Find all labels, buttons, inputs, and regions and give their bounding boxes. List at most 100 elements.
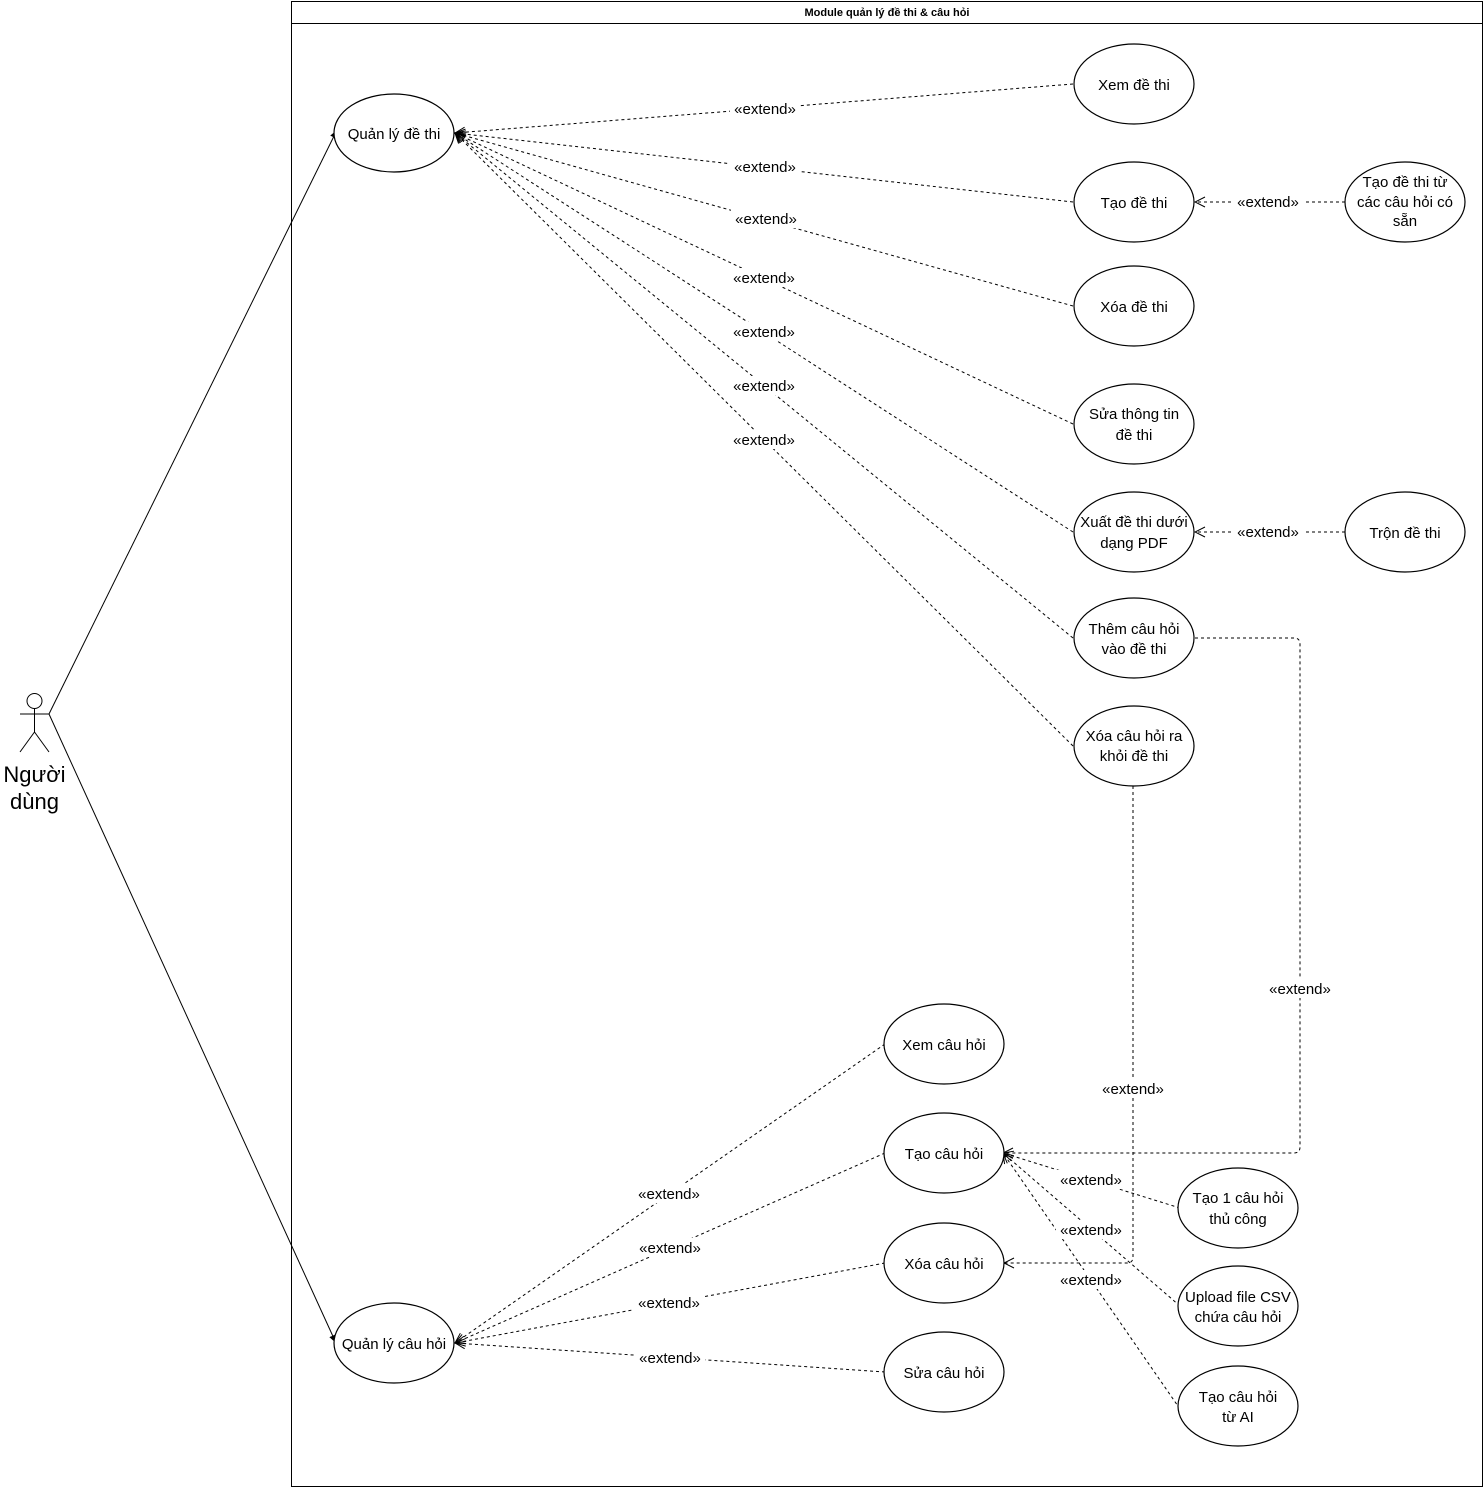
svg-text:«extend»: «extend» <box>1269 981 1331 998</box>
extend-line-xoa-cau-hoi-khoi-de-thi-to-xoa-cau-hoi <box>1004 786 1134 1263</box>
svg-text:«extend»: «extend» <box>1060 1272 1122 1289</box>
usecase-label: Tạo câu hỏi <box>905 1146 983 1163</box>
usecase-label: Tạo câu hỏi <box>1199 1389 1277 1406</box>
svg-text:«extend»: «extend» <box>1060 1222 1122 1239</box>
svg-text:«extend»: «extend» <box>733 432 795 449</box>
extend-label: «extend» <box>729 376 799 395</box>
extend-line-tao-cau-hoi-tu-ai <box>1003 1153 1181 1410</box>
svg-text:«extend»: «extend» <box>1237 524 1299 541</box>
extend-line-xem-de-thi <box>455 83 1074 133</box>
usecase-label: Tạo đề thi <box>1101 195 1168 212</box>
association-quan-ly-cau-hoi <box>48 713 337 1344</box>
extend-label: «extend» <box>1056 1270 1126 1289</box>
usecase-label: dạng PDF <box>1100 535 1168 552</box>
usecase-xoa-cau-hoi-khoi-de-thi[interactable]: Xóa câu hỏi ra khỏi đề thi <box>1073 705 1195 787</box>
usecase-quan-ly-de-thi[interactable]: Quản lý đề thi <box>333 93 455 173</box>
usecase-label: các câu hỏi có <box>1357 194 1453 211</box>
extend-label: «extend» <box>635 1348 705 1367</box>
usecase-xoa-cau-hoi[interactable]: Xóa câu hỏi <box>883 1222 1005 1304</box>
svg-text:«extend»: «extend» <box>638 1186 700 1203</box>
extend-label: «extend» <box>634 1293 704 1312</box>
svg-text:«extend»: «extend» <box>733 270 795 287</box>
extend-line-tao-de-thi <box>455 133 1074 203</box>
usecase-label: Tạo đề thi từ <box>1362 174 1447 191</box>
svg-text:«extend»: «extend» <box>733 378 795 395</box>
usecase-label: Trộn đề thi <box>1369 525 1440 542</box>
usecase-label: Xóa câu hỏi ra <box>1086 728 1183 745</box>
usecase-label: Tạo 1 câu hỏi <box>1193 1190 1284 1207</box>
extend-label: «extend» <box>1056 1170 1126 1189</box>
usecase-tao-cau-hoi-tu-ai[interactable]: Tạo câu hỏi từ AI <box>1177 1365 1299 1447</box>
usecase-label: Sửa câu hỏi <box>904 1365 985 1382</box>
usecase-label: Sửa thông tin <box>1089 406 1179 423</box>
usecase-label: thủ công <box>1209 1211 1267 1228</box>
extend-label: «extend» <box>729 430 799 449</box>
usecase-label: Xem đề thi <box>1098 77 1170 94</box>
usecase-sua-thong-tin-de-thi[interactable]: Sửa thông tin đề thi <box>1073 383 1195 465</box>
usecase-upload-file-csv[interactable]: Upload file CSV chứa câu hỏi <box>1177 1265 1299 1347</box>
extend-label: «extend» <box>635 1238 705 1257</box>
extend-line-them-cau-hoi-to-tao-cau-hoi <box>1003 637 1301 1153</box>
usecase-quan-ly-cau-hoi[interactable]: Quản lý câu hỏi <box>333 1302 455 1384</box>
usecase-tao-1-cau-hoi-thu-cong[interactable]: Tạo 1 câu hỏi thủ công <box>1177 1167 1299 1249</box>
actor-nguoi-dung[interactable]: Người dùng <box>3 693 66 815</box>
actor-label-line2: dùng <box>10 789 59 814</box>
svg-text:«extend»: «extend» <box>735 211 797 228</box>
association-quan-ly-de-thi <box>48 129 338 715</box>
usecase-xem-de-thi[interactable]: Xem đề thi <box>1073 43 1195 125</box>
associations <box>48 129 338 1344</box>
usecase-xoa-de-thi[interactable]: Xóa đề thi <box>1073 265 1195 347</box>
extend-label: «extend» <box>1233 192 1303 211</box>
usecase-label: Xóa đề thi <box>1100 299 1168 316</box>
svg-text:«extend»: «extend» <box>734 101 796 118</box>
usecase-label: từ AI <box>1222 1409 1254 1426</box>
svg-text:«extend»: «extend» <box>1237 194 1299 211</box>
usecase-label: Upload file CSV <box>1185 1289 1291 1306</box>
svg-text:«extend»: «extend» <box>733 324 795 341</box>
extend-label: «extend» <box>730 157 800 176</box>
extend-label: «extend» <box>1265 979 1335 998</box>
extend-line-xoa-cau-hoi-khoi-de-thi <box>455 133 1074 747</box>
usecase-label: Quản lý đề thi <box>348 126 441 143</box>
extend-labels: «extend» «extend» «extend» «extend» «ext… <box>634 99 1335 1367</box>
extend-line-them-cau-hoi-vao-de-thi <box>455 133 1074 639</box>
usecase-sua-cau-hoi[interactable]: Sửa câu hỏi <box>883 1331 1005 1413</box>
usecase-label: Xem câu hỏi <box>902 1037 985 1054</box>
usecase-tron-de-thi[interactable]: Trộn đề thi <box>1344 491 1466 573</box>
usecase-xem-cau-hoi[interactable]: Xem câu hỏi <box>883 1003 1005 1085</box>
extend-label: «extend» <box>634 1184 704 1203</box>
usecase-label: khỏi đề thi <box>1100 748 1168 765</box>
usecase-label: chứa câu hỏi <box>1195 1309 1282 1326</box>
stick-figure-icon <box>19 693 50 753</box>
extend-label: «extend» <box>729 322 799 341</box>
svg-text:«extend»: «extend» <box>638 1295 700 1312</box>
usecase-label: Xóa câu hỏi <box>904 1256 983 1273</box>
system-boundary: Module quản lý đề thi & câu hỏi <box>291 1 1483 1487</box>
svg-text:«extend»: «extend» <box>1102 1081 1164 1098</box>
usecase-label: đề thi <box>1116 427 1153 444</box>
usecase-them-cau-hoi-vao-de-thi[interactable]: Thêm câu hỏi vào đề thi <box>1073 597 1195 679</box>
usecase-xuat-de-thi-pdf[interactable]: Xuất đề thi dưới dạng PDF <box>1073 491 1195 573</box>
usecase-tao-de-thi-tu-cau-hoi[interactable]: Tạo đề thi từ các câu hỏi có sẵn <box>1344 161 1466 243</box>
extend-label: «extend» <box>1098 1079 1168 1098</box>
svg-text:«extend»: «extend» <box>734 159 796 176</box>
actor-label-line1: Người <box>3 762 65 787</box>
usecase-tao-de-thi[interactable]: Tạo đề thi <box>1073 161 1195 243</box>
usecase-label: Thêm câu hỏi <box>1089 621 1180 638</box>
extend-label: «extend» <box>731 209 801 228</box>
system-title: Module quản lý đề thi & câu hỏi <box>804 7 969 19</box>
usecase-label: Xuất đề thi dưới <box>1080 514 1187 531</box>
extend-label: «extend» <box>1233 522 1303 541</box>
usecase-tao-cau-hoi[interactable]: Tạo câu hỏi <box>883 1112 1005 1194</box>
extend-label: «extend» <box>729 268 799 287</box>
usecase-label: sẵn <box>1393 213 1417 230</box>
svg-text:«extend»: «extend» <box>639 1240 701 1257</box>
use-cases: Quản lý đề thi Xem đề thi Tạo đề thi Tạo… <box>333 43 1466 1447</box>
svg-text:«extend»: «extend» <box>639 1350 701 1367</box>
svg-text:«extend»: «extend» <box>1060 1172 1122 1189</box>
usecase-label: Quản lý câu hỏi <box>342 1336 446 1353</box>
extend-label: «extend» <box>730 99 800 118</box>
usecase-label: vào đề thi <box>1101 641 1166 658</box>
extend-label: «extend» <box>1056 1220 1126 1239</box>
